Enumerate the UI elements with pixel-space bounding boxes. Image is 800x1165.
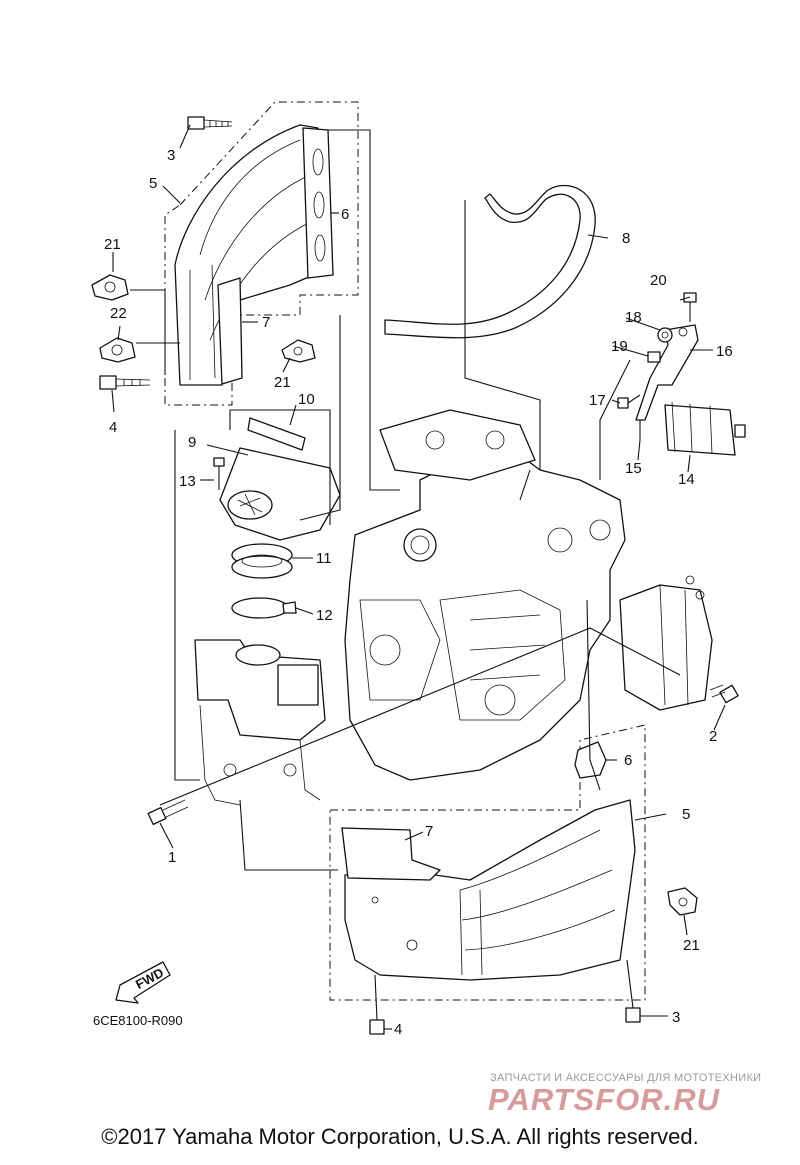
bolt-1 — [147, 799, 189, 826]
collar-19 — [647, 351, 661, 363]
callout-3-lower: 3 — [672, 1009, 680, 1026]
clamp-22 — [99, 337, 136, 363]
callout-21-lower: 21 — [683, 937, 700, 954]
lower-intake-group — [329, 724, 698, 1035]
callout-15: 15 — [625, 460, 642, 477]
callout-10: 10 — [298, 391, 315, 408]
callout-14: 14 — [678, 471, 695, 488]
clamp-21-lower — [667, 887, 698, 916]
fwd-arrow-icon: FWD — [115, 961, 171, 1004]
callout-5-upper: 5 — [149, 175, 157, 192]
watermark-logo: PARTSFOR.RU — [488, 1082, 721, 1117]
silencer-group — [213, 417, 341, 619]
callout-21-upper: 21 — [104, 236, 121, 253]
seal-11 — [231, 543, 293, 579]
bolt-3-upper — [187, 116, 233, 130]
callout-22: 22 — [110, 305, 127, 322]
callout-3-upper: 3 — [167, 147, 175, 164]
callout-19: 19 — [611, 338, 628, 355]
callout-17: 17 — [589, 392, 606, 409]
callout-21-mid: 21 — [274, 374, 291, 391]
callout-7-upper: 7 — [262, 314, 270, 331]
callout-8: 8 — [622, 230, 630, 247]
vapor-parts-group — [617, 292, 746, 456]
watermark-tagline: ЗАПЧАСТИ И АКСЕССУАРЫ ДЛЯ МОТОТЕХНИКИ — [490, 1072, 762, 1084]
clamp-21-mid — [281, 339, 316, 363]
callout-11: 11 — [316, 550, 332, 567]
callout-1: 1 — [168, 849, 176, 866]
callout-20: 20 — [650, 272, 667, 289]
diagram-code: 6CE8100-R090 — [93, 1013, 183, 1028]
throttle-body — [194, 639, 326, 806]
callout-labels: 3 5 6 21 22 7 21 4 10 9 13 11 12 8 20 18… — [104, 147, 733, 1038]
bolt-17 — [617, 394, 641, 409]
leader-lines — [111, 124, 726, 1030]
callout-7-lower: 7 — [425, 823, 433, 840]
bolt-2 — [709, 684, 739, 704]
hose-8 — [384, 185, 596, 339]
callout-12: 12 — [316, 607, 333, 624]
callout-5-lower: 5 — [682, 806, 690, 823]
engine-block — [344, 409, 713, 781]
callout-2: 2 — [709, 728, 717, 745]
bolt-4-upper — [99, 375, 151, 390]
band-12 — [231, 597, 297, 619]
callout-16: 16 — [716, 343, 733, 360]
callout-4-upper: 4 — [109, 419, 117, 436]
callout-4-lower: 4 — [394, 1021, 402, 1038]
bolt-13 — [213, 457, 225, 490]
canister-14 — [664, 401, 746, 456]
bolt-3-lower — [625, 959, 641, 1023]
callout-6-upper: 6 — [341, 206, 349, 223]
clamp-21-upper — [91, 274, 129, 301]
callout-9: 9 — [188, 434, 196, 451]
callout-18: 18 — [625, 309, 642, 326]
bolt-4-lower — [369, 974, 385, 1035]
callout-13: 13 — [179, 473, 196, 490]
callout-6-lower: 6 — [624, 752, 632, 769]
grommet-18 — [657, 327, 673, 343]
copyright-footer: ©2017 Yamaha Motor Corporation, U.S.A. A… — [101, 1124, 699, 1149]
upper-intake-group — [91, 101, 359, 406]
